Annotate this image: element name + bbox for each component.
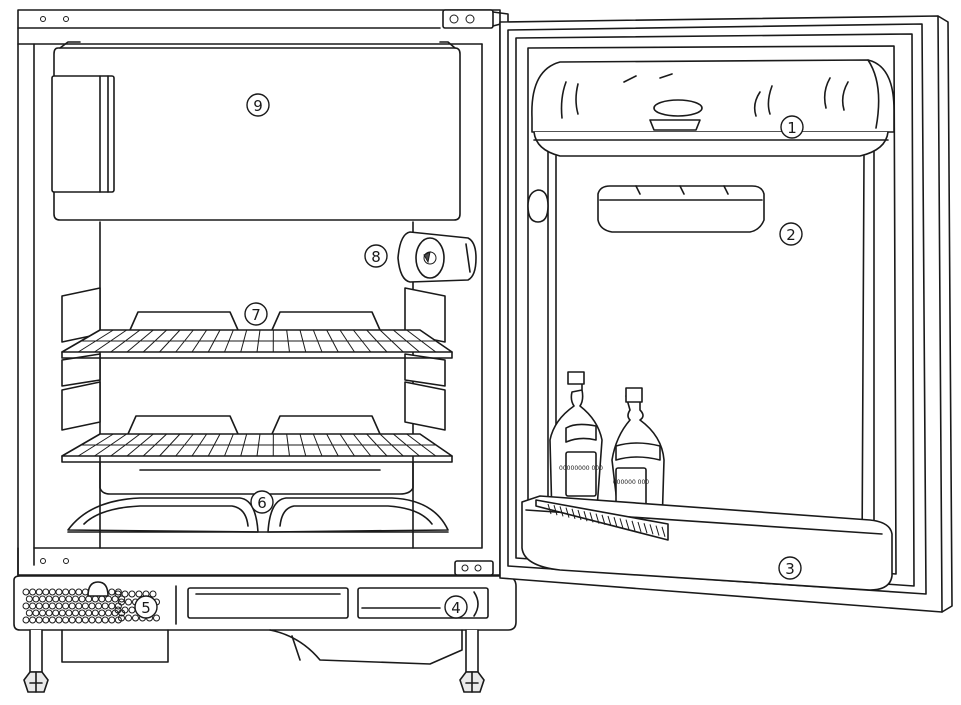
plinth-drawer [188, 588, 488, 618]
bottle-right-label: 000000 000 [613, 479, 649, 486]
callout-8: 8 [365, 245, 387, 267]
thermostat-knob [398, 232, 476, 282]
top-hinge [443, 10, 508, 28]
callout-8-label: 8 [371, 248, 381, 266]
door-egg-tray [598, 186, 764, 232]
callout-4: 4 [445, 596, 467, 618]
door-dairy-compartment [532, 60, 894, 156]
callout-9: 9 [247, 94, 269, 116]
callout-3: 3 [779, 557, 801, 579]
lower-wire-shelf [62, 416, 452, 462]
callout-7: 7 [245, 303, 267, 325]
bottle-left-label: 00000000 000 [559, 465, 603, 472]
callout-6-label: 6 [257, 494, 267, 512]
adjustable-feet [24, 630, 484, 692]
callout-5-label: 5 [141, 599, 151, 617]
under-cabinet [62, 630, 462, 664]
callout-6: 6 [251, 491, 273, 513]
callout-1-label: 1 [787, 119, 797, 137]
callout-2: 2 [780, 223, 802, 245]
callout-4-label: 4 [451, 599, 461, 617]
callout-7-label: 7 [251, 306, 261, 324]
callout-2-label: 2 [786, 226, 796, 244]
callout-1: 1 [781, 116, 803, 138]
freezer-compartment [52, 42, 460, 220]
callout-5: 5 [135, 596, 157, 618]
bottom-hinge [455, 561, 493, 575]
callout-9-label: 9 [253, 97, 263, 115]
callout-3-label: 3 [785, 560, 795, 578]
